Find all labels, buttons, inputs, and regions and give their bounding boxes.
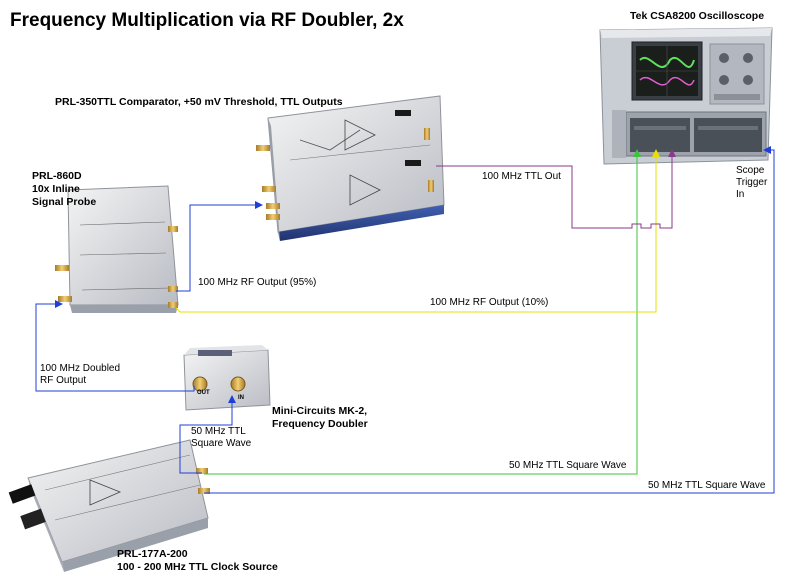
doubler-label: Mini-Circuits MK-2, Frequency Doubler <box>272 405 368 431</box>
probe-label-line: Signal Probe <box>32 196 97 208</box>
probe-label-line: PRL-860D <box>32 170 82 182</box>
signal-square-in: 50 MHz TTL Square Wave <box>191 426 251 450</box>
comparator-image <box>256 95 445 241</box>
trigger-label-line: Trigger <box>736 177 768 188</box>
signal-square-green: 50 MHz TTL Square Wave <box>509 460 627 471</box>
clock-source-image <box>8 439 210 572</box>
doubler-port-out: OUT <box>197 390 210 396</box>
doubler-label-line: Mini-Circuits MK-2, <box>272 405 368 417</box>
signal-doubled-line: 100 MHz Doubled <box>40 363 121 374</box>
signal-square-in-line: Square Wave <box>191 438 252 449</box>
wire-doubled <box>35 300 195 392</box>
wire-clock-doubler <box>179 395 236 474</box>
doubler-port-in: IN <box>238 395 244 401</box>
clock-source-label: PRL-177A-200 100 - 200 MHz TTL Clock Sou… <box>117 548 278 574</box>
clock-label-line: PRL-177A-200 <box>117 548 188 560</box>
signal-rf-95: 100 MHz RF Output (95%) <box>198 277 317 288</box>
wire-rf-95 <box>176 201 263 292</box>
probe-label: PRL-860D 10x Inline Signal Probe <box>32 170 96 209</box>
scope-trigger-label: Scope Trigger In <box>736 165 767 201</box>
page-title: Frequency Multiplication via RF Doubler,… <box>10 10 404 31</box>
wire-clock-trigger <box>204 146 775 494</box>
clock-label-line: 100 - 200 MHz TTL Clock Source <box>117 561 278 573</box>
doubler-label-line: Frequency Doubler <box>272 418 368 430</box>
signal-doubled-line: RF Output <box>40 375 87 386</box>
signal-doubled: 100 MHz Doubled RF Output <box>40 363 120 387</box>
wire-ttl-out <box>436 149 676 229</box>
signal-rf-10: 100 MHz RF Output (10%) <box>430 297 549 308</box>
trigger-label-line: Scope <box>736 165 765 176</box>
comparator-label: PRL-350TTL Comparator, +50 mV Threshold,… <box>55 96 343 108</box>
doubler-image <box>183 345 271 411</box>
trigger-label-line: In <box>736 189 745 200</box>
signal-square-in-line: 50 MHz TTL <box>191 426 246 437</box>
wire-rf-10 <box>175 149 660 313</box>
signal-ttl-out: 100 MHz TTL Out <box>482 171 561 182</box>
scope-label: Tek CSA8200 Oscilloscope <box>630 10 765 22</box>
wire-clock-scope-green <box>204 149 641 475</box>
signal-square-blue: 50 MHz TTL Square Wave <box>648 480 766 491</box>
probe-image <box>55 185 179 313</box>
probe-label-line: 10x Inline <box>32 183 80 195</box>
oscilloscope-image <box>599 27 773 165</box>
